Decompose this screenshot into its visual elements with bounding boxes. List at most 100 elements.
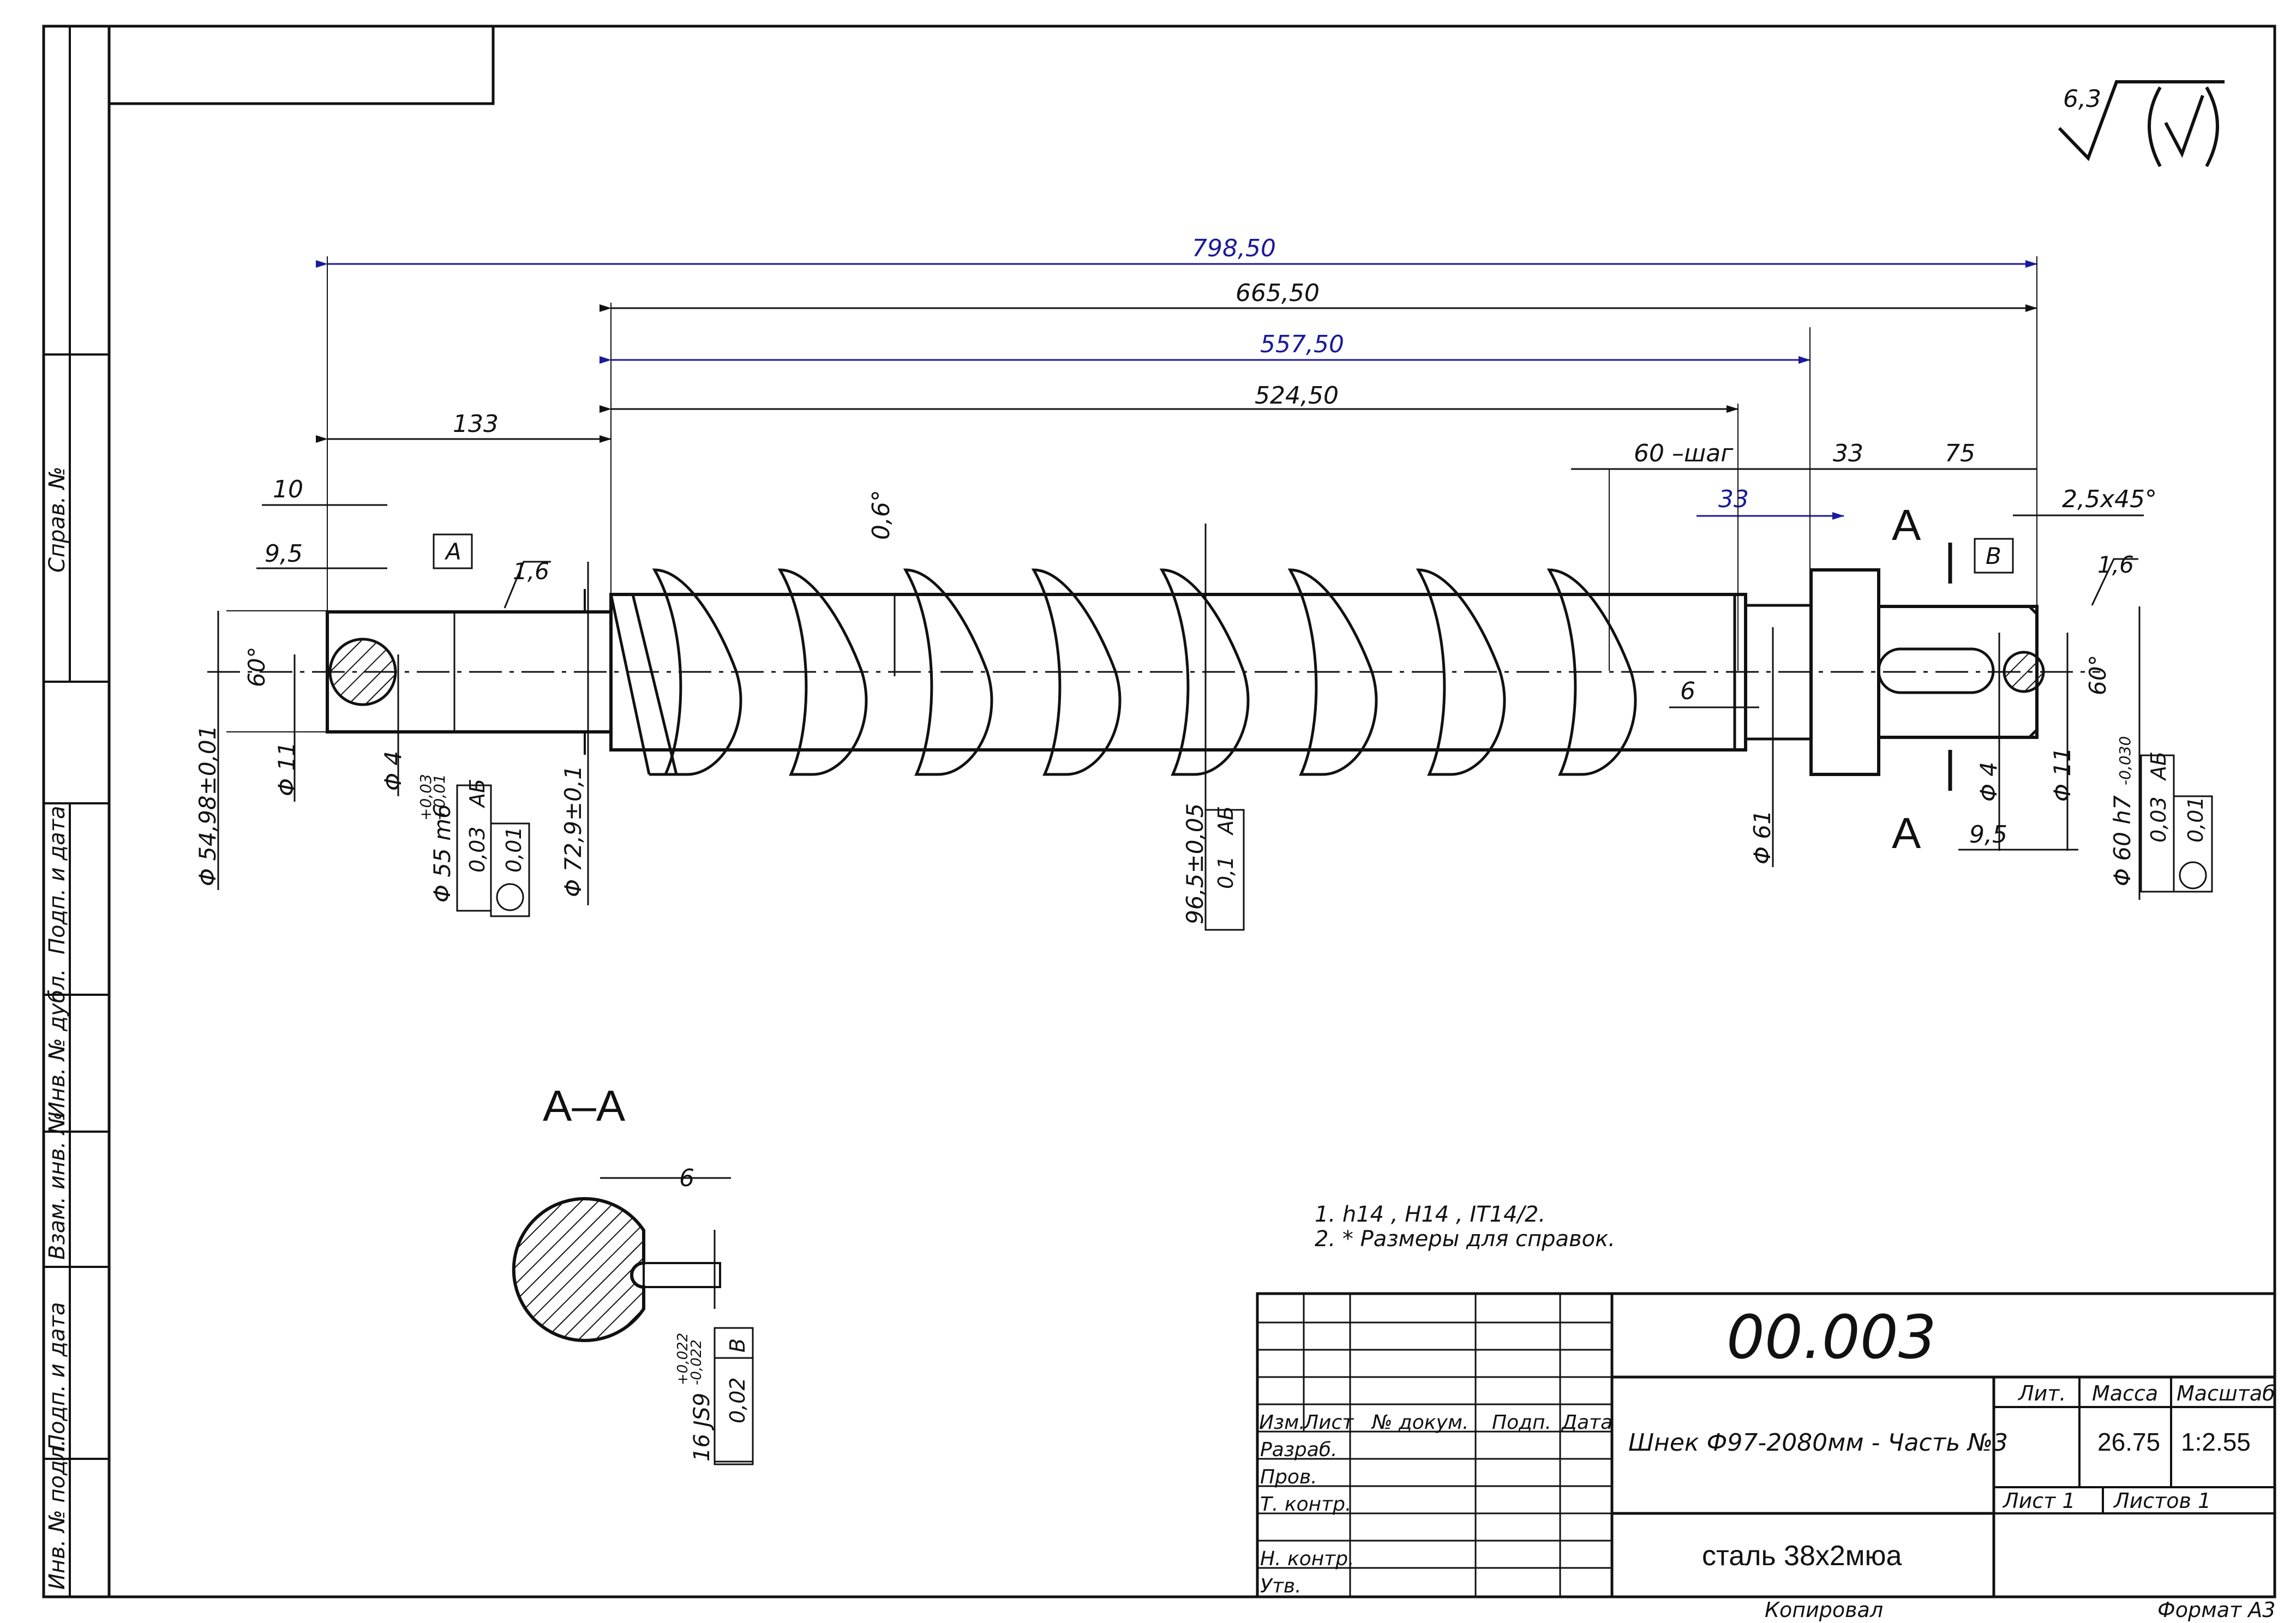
svg-text:Разраб.: Разраб. <box>1260 1439 1337 1461</box>
svg-text:-0,030: -0,030 <box>2116 736 2134 785</box>
svg-text:+0,03: +0,03 <box>417 774 435 821</box>
svg-text:133: 133 <box>453 410 499 438</box>
technical-notes: 1. h14 , H14 , IT14/2. 2. * Размеры для … <box>1315 1202 1615 1252</box>
note-1: 1. h14 , H14 , IT14/2. <box>1315 1202 1545 1227</box>
svg-text:Φ 54,98±0,01: Φ 54,98±0,01 <box>194 725 221 886</box>
svg-text:Дата: Дата <box>1561 1411 1612 1434</box>
svg-text:АБ: АБ <box>2147 752 2171 782</box>
svg-text:0,01: 0,01 <box>502 826 526 873</box>
svg-text:Подп. и дата: Подп. и дата <box>45 806 70 954</box>
svg-text:665,50: 665,50 <box>1236 279 1320 307</box>
dimension-lines: 665,50 524,50 133 10 9,5 60 –шаг 33 75 2… <box>194 256 2157 927</box>
svg-text:Н. контр.: Н. контр. <box>1260 1548 1354 1570</box>
doc-code: 00.003 <box>1727 1302 1937 1372</box>
svg-text:Подп.: Подп. <box>1492 1411 1551 1434</box>
svg-text:16 JS9: 16 JS9 <box>690 1393 715 1462</box>
flight-turn <box>1416 568 1506 776</box>
datums: А В А А <box>433 501 2014 857</box>
svg-text:-0,022: -0,022 <box>688 1339 705 1385</box>
svg-text:9,5: 9,5 <box>265 540 303 568</box>
svg-text:Φ 4: Φ 4 <box>380 751 406 791</box>
svg-text:Взам. инв. №: Взам. инв. № <box>45 1111 70 1260</box>
svg-text:96,5±0,05: 96,5±0,05 <box>1182 803 1208 924</box>
svg-text:Лит.: Лит. <box>2017 1381 2066 1405</box>
svg-text:Φ 4: Φ 4 <box>1975 762 2002 802</box>
svg-text:Копировал: Копировал <box>1765 1598 1883 1622</box>
section-mark-top: А <box>1892 501 1921 549</box>
svg-text:А: А <box>444 538 461 565</box>
svg-text:0,01: 0,01 <box>2184 796 2208 843</box>
svg-text:Утв.: Утв. <box>1260 1575 1302 1597</box>
svg-text:60 –шаг: 60 –шаг <box>1634 440 1734 467</box>
side-labels: Справ. № Подп. и дата Инв. № дубл. Взам.… <box>45 466 70 1590</box>
svg-text:33: 33 <box>1833 440 1863 467</box>
svg-text:Φ 11: Φ 11 <box>2049 747 2076 802</box>
svg-text:+0,01: +0,01 <box>430 774 448 821</box>
svg-text:Пров.: Пров. <box>1260 1466 1317 1488</box>
section-view: А–А 6 16 JS9 +0,022 -0,022 В 0,02 <box>512 1081 754 1465</box>
svg-text:Инв. № дубл.: Инв. № дубл. <box>45 969 70 1118</box>
svg-text:Лист: Лист <box>1303 1411 1354 1434</box>
svg-text:В: В <box>726 1338 750 1352</box>
svg-text:Φ 60 h7: Φ 60 h7 <box>2109 795 2136 886</box>
dimension-lines-blue: 798,50 557,50 33 <box>316 235 2037 520</box>
svg-text:Листов 1: Листов 1 <box>2113 1489 2211 1513</box>
flight-turn <box>1159 568 1250 776</box>
svg-text:+0,022: +0,022 <box>675 1333 691 1385</box>
svg-text:Φ 55 m6: Φ 55 m6 <box>429 804 455 903</box>
part-name: Шнек Ф97-2080мм - Часть №3 <box>1628 1429 2008 1457</box>
svg-text:№ докум.: № докум. <box>1371 1411 1468 1434</box>
sheet-frame <box>42 25 2276 1598</box>
svg-text:Справ. №: Справ. № <box>45 466 70 573</box>
dim-33-blue: 33 <box>1718 485 1749 513</box>
svg-text:60°: 60° <box>243 647 270 687</box>
flight-turn <box>1546 568 1637 776</box>
svg-text:Масштаб: Масштаб <box>2177 1381 2275 1405</box>
title-block: 00.003 Шнек Ф97-2080мм - Часть №3 сталь … <box>1256 1292 2276 1622</box>
svg-text:60°: 60° <box>2084 655 2111 695</box>
flight-turn <box>1031 568 1122 776</box>
svg-text:Лист 1: Лист 1 <box>2002 1489 2076 1513</box>
svg-text:0,02: 0,02 <box>726 1377 750 1423</box>
roughness-stamp: 6,3 <box>2058 80 2225 167</box>
flight-turn <box>652 568 742 776</box>
svg-text:9,5: 9,5 <box>1969 821 2007 849</box>
svg-text:Т. контр.: Т. контр. <box>1260 1493 1351 1516</box>
svg-text:Подп. и дата: Подп. и дата <box>45 1302 70 1451</box>
svg-text:В: В <box>1986 543 2001 569</box>
material: сталь 38х2мюа <box>1702 1540 1902 1572</box>
mass-value: 26.75 <box>2097 1428 2160 1456</box>
flight-turn <box>777 568 868 776</box>
scale-value: 1:2.55 <box>2181 1428 2251 1456</box>
flight-turn <box>1287 568 1378 776</box>
svg-text:Φ 61: Φ 61 <box>1749 810 1776 864</box>
svg-text:Масса: Масса <box>2092 1381 2158 1405</box>
svg-text:Φ 11: Φ 11 <box>273 742 300 796</box>
screw-flights <box>609 568 1637 776</box>
svg-text:10: 10 <box>273 476 303 503</box>
svg-text:2,5x45°: 2,5x45° <box>2062 485 2157 513</box>
svg-text:0,03: 0,03 <box>2147 796 2171 843</box>
dim-798: 798,50 <box>1192 235 1276 262</box>
svg-text:6: 6 <box>679 1164 694 1192</box>
section-title: А–А <box>543 1081 626 1130</box>
svg-text:Изм.: Изм. <box>1259 1411 1305 1434</box>
svg-text:524,50: 524,50 <box>1255 382 1339 410</box>
svg-text:Формат А3: Формат А3 <box>2157 1598 2275 1622</box>
flight-turn <box>903 568 993 776</box>
tolerance-frames: АБ 0,03 0,01 АБ 0,1 АБ 0,03 0,01 <box>456 752 2213 931</box>
svg-text:АБ: АБ <box>1214 806 1238 836</box>
svg-text:0,6°: 0,6° <box>867 490 895 540</box>
shaft-part <box>326 568 2045 776</box>
dim-557: 557,50 <box>1260 330 1344 358</box>
svg-text:АБ: АБ <box>465 779 489 809</box>
svg-text:6: 6 <box>1680 677 1695 705</box>
svg-text:1,6: 1,6 <box>2097 551 2134 578</box>
svg-text:Инв. № подл.: Инв. № подл. <box>45 1439 70 1590</box>
svg-text:Φ 72,9±0,1: Φ 72,9±0,1 <box>560 765 586 897</box>
svg-text:75: 75 <box>1945 440 1975 467</box>
svg-text:6,3: 6,3 <box>2063 85 2101 113</box>
note-2: 2. * Размеры для справок. <box>1315 1227 1615 1252</box>
svg-text:0,03: 0,03 <box>465 826 489 873</box>
